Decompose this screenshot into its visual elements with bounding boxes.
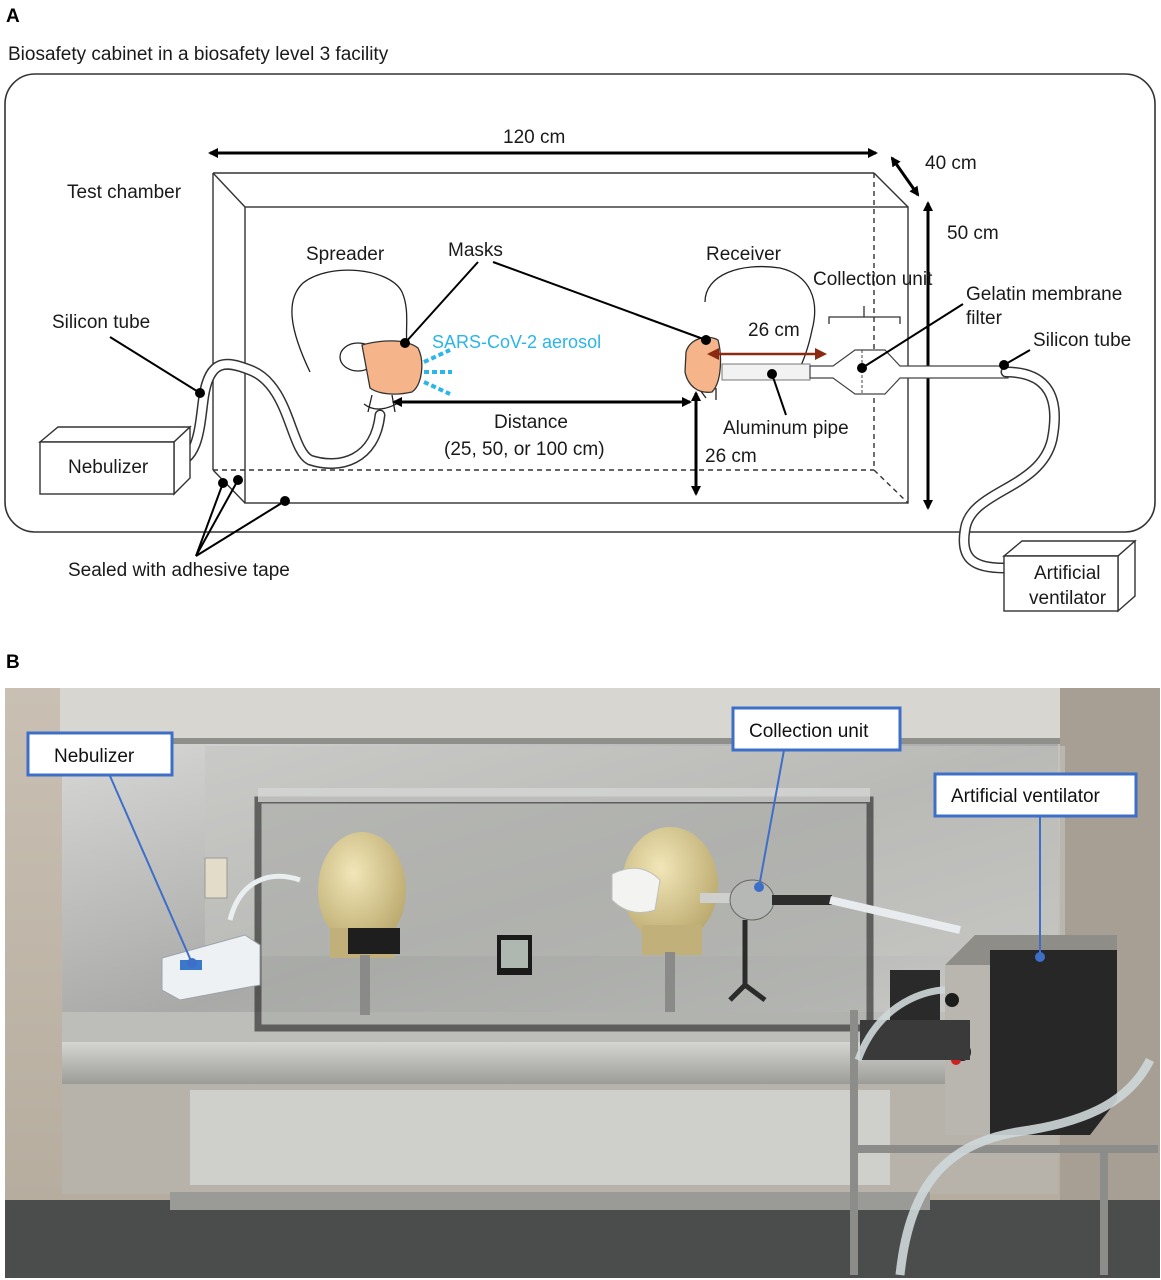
aluminum-leader <box>771 373 787 416</box>
spreader-label: Spreader <box>306 244 385 265</box>
nebulizer-label-a: Nebulizer <box>68 457 149 478</box>
callout-ventilator-label: Artificial ventilator <box>951 786 1101 807</box>
callout-collection-unit: Collection unit <box>731 706 902 892</box>
aerosol-spray-icon <box>423 348 452 396</box>
gelatin-leader <box>861 303 964 369</box>
aluminum-pipe-label: Aluminum pipe <box>723 418 849 439</box>
nebulizer-box <box>38 425 192 496</box>
dimension-26cm-top: 26 cm <box>748 320 800 341</box>
panel-a: A Biosafety cabinet in a biosafety level… <box>4 6 1156 613</box>
dimension-height: 50 cm <box>947 223 999 244</box>
panel-b-letter: B <box>6 652 20 673</box>
panel-a-letter: A <box>6 6 20 27</box>
callout-nebulizer-label: Nebulizer <box>54 746 135 767</box>
silicon-tube-right <box>958 366 1060 574</box>
test-chamber-label: Test chamber <box>67 182 182 203</box>
sealed-leaders <box>195 479 286 557</box>
callout-nebulizer: Nebulizer <box>26 731 197 968</box>
cabinet-title: Biosafety cabinet in a biosafety level 3… <box>8 44 389 65</box>
masks-label: Masks <box>448 240 503 261</box>
dimension-width: 120 cm <box>503 127 565 148</box>
receiver-label: Receiver <box>706 244 782 265</box>
dimension-depth: 40 cm <box>925 153 977 174</box>
masks-leader-lines <box>404 261 707 344</box>
silicon-tube-right-dot <box>999 360 1009 370</box>
silicon-tube-left-dot <box>195 388 205 398</box>
aerosol-label: SARS-CoV-2 aerosol <box>432 332 601 352</box>
panel-b: B <box>5 652 1160 1278</box>
silicon-tube-right-leader <box>1003 349 1031 366</box>
gelatin-label-line2: filter <box>966 308 1003 329</box>
silicon-tube-left-leader <box>109 336 201 394</box>
ventilator-label-line1: Artificial <box>1034 563 1101 584</box>
callout-collection-label: Collection unit <box>749 721 869 742</box>
dimension-26cm-bottom: 26 cm <box>705 446 757 467</box>
seal-dot <box>218 478 228 488</box>
distance-label-line1: Distance <box>494 412 568 433</box>
collection-unit-label: Collection unit <box>813 269 933 290</box>
mask-pointer-dot <box>701 335 711 345</box>
aluminum-pointer-dot <box>767 369 777 379</box>
ventilator-label-line2: ventilator <box>1029 588 1107 609</box>
silicon-tube-left-label: Silicon tube <box>52 312 150 333</box>
gelatin-label-line1: Gelatin membrane <box>966 284 1122 305</box>
dimension-depth-arrow <box>890 156 920 197</box>
ventilator-box <box>1002 539 1137 613</box>
sealed-label: Sealed with adhesive tape <box>68 560 290 581</box>
cabinet-outline <box>4 73 1156 533</box>
spreader-mask <box>361 340 423 395</box>
collection-unit-funnel <box>809 349 1009 395</box>
silicon-tube-right-label: Silicon tube <box>1033 330 1131 351</box>
distance-label-line2: (25, 50, or 100 cm) <box>444 439 605 460</box>
collection-unit-bracket <box>828 306 901 324</box>
callout-ventilator: Artificial ventilator <box>933 772 1138 962</box>
mask-pointer-dot <box>400 338 410 348</box>
seal-dot <box>233 475 243 485</box>
photo <box>5 688 1160 1278</box>
gelatin-pointer-dot <box>857 363 867 373</box>
aluminum-pipe <box>721 363 811 381</box>
seal-dot <box>280 496 290 506</box>
silicon-tube-left <box>168 358 386 469</box>
receiver-mask <box>684 336 722 393</box>
